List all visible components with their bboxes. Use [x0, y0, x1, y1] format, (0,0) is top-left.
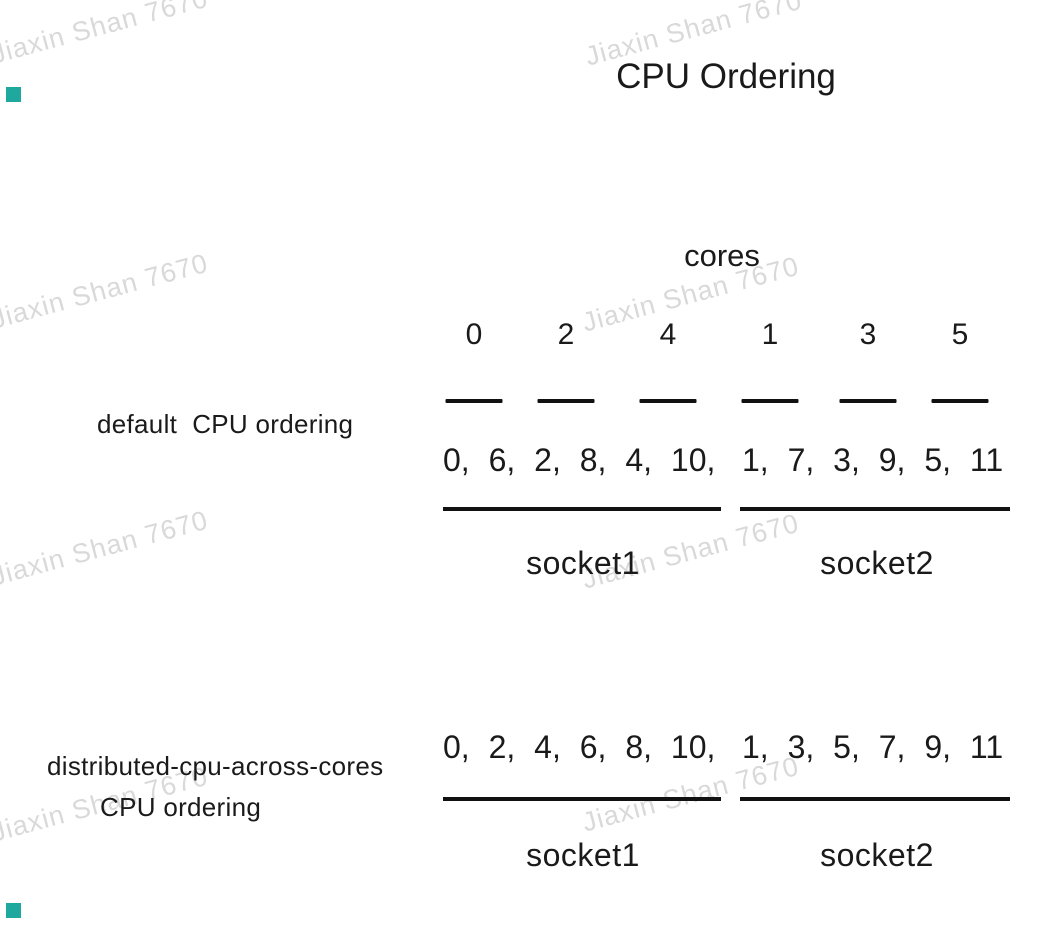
core-tick-line [839, 399, 897, 403]
watermark: Jiaxin Shan 7670 [0, 0, 212, 70]
socket2-underline [740, 507, 1010, 511]
socket2-cpu-list: 1, 7, 3, 9, 5, 11 [742, 442, 1004, 478]
core-id: 1 [761, 318, 779, 351]
accent-square-bottom [6, 903, 21, 918]
core-id: 0 [465, 318, 483, 351]
socket2-cpu-list: 1, 3, 5, 7, 9, 11 [742, 729, 1004, 765]
core-id: 5 [951, 318, 969, 351]
socket1-underline [443, 507, 721, 511]
row-label-default: default CPU ordering [97, 409, 354, 439]
socket1-label: socket1 [526, 837, 640, 873]
core-tick-line [537, 399, 595, 403]
core-tick-line [741, 399, 799, 403]
socket1-underline [443, 797, 721, 801]
watermark: Jiaxin Shan 7670 [0, 504, 212, 592]
core-id: 2 [557, 318, 575, 351]
cores-label: cores [684, 238, 760, 273]
socket1-cpu-list: 0, 2, 4, 6, 8, 10, [443, 729, 716, 765]
core-id: 3 [859, 318, 877, 351]
socket2-underline [740, 797, 1010, 801]
core-tick-line [931, 399, 989, 403]
core-tick-line [639, 399, 697, 403]
row-label-distributed-line2: CPU ordering [100, 792, 262, 822]
watermark: Jiaxin Shan 7670 [0, 247, 212, 335]
core-tick-line [445, 399, 503, 403]
core-id: 4 [659, 318, 677, 351]
diagram-title: CPU Ordering [616, 57, 836, 96]
socket2-label: socket2 [820, 837, 934, 873]
socket1-label: socket1 [526, 545, 640, 581]
socket2-label: socket2 [820, 545, 934, 581]
accent-square-top [6, 87, 21, 102]
socket1-cpu-list: 0, 6, 2, 8, 4, 10, [443, 442, 716, 478]
row-label-distributed-line1: distributed-cpu-across-cores [47, 751, 384, 781]
